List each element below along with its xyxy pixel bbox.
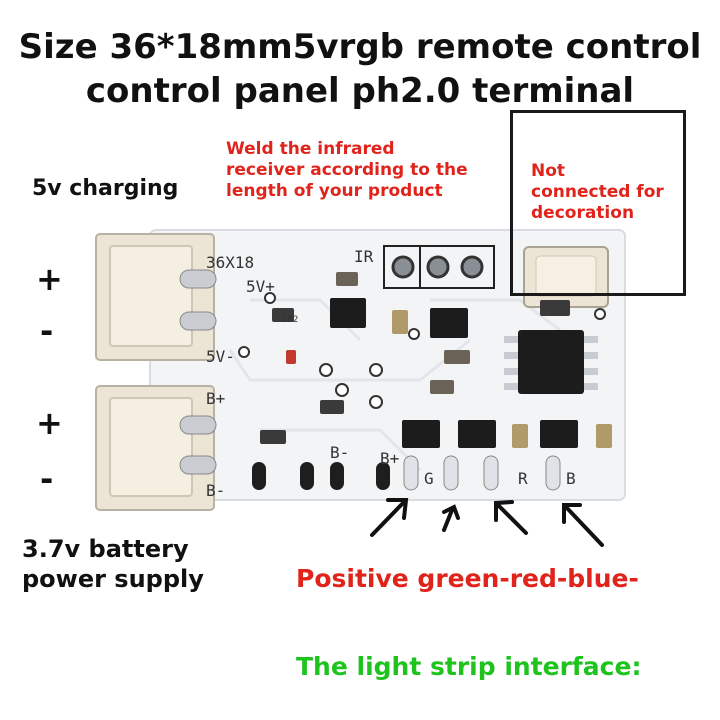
- silk-b-plus-pad: B+: [380, 449, 399, 468]
- connector-charging: [95, 233, 217, 361]
- passives: [260, 272, 612, 448]
- arrows: [370, 498, 604, 547]
- not-connected-note: Not connected for decoration: [531, 161, 664, 224]
- title-line-2: control panel ph2.0 terminal: [85, 71, 635, 111]
- ir-pads: [383, 245, 495, 289]
- positive-order-label: Positive green-red-blue-: [296, 564, 639, 593]
- silk-model: 36X18: [206, 253, 254, 272]
- silk-r: R: [518, 469, 528, 488]
- silk-b: B: [566, 469, 576, 488]
- charging-label: 5v charging: [32, 176, 179, 201]
- silk-5v-plus: 5V+: [246, 277, 275, 296]
- silk-ir: IR: [354, 247, 374, 266]
- title-line-1: Size 36*18mm5vrgb remote control: [18, 27, 702, 67]
- silk-resistor-code: 2R2: [282, 315, 298, 325]
- weld-note-line-1: Weld the infrared: [226, 139, 395, 159]
- charging-minus-sign: -: [40, 312, 54, 350]
- battery-plus-sign: +: [36, 404, 63, 442]
- not-connected-line-3: decoration: [531, 203, 635, 223]
- vias: [238, 292, 606, 409]
- silk-b-minus: B-: [206, 481, 225, 500]
- silk-b-plus: B+: [206, 389, 225, 408]
- weld-note-line-3: length of your product: [226, 181, 443, 201]
- charging-plus-sign: +: [36, 260, 63, 298]
- battery-label-line-2: power supply: [22, 565, 204, 593]
- silk-b-minus-pad: B-: [330, 443, 349, 462]
- light-strip-interface-label: The light strip interface:: [296, 652, 642, 681]
- silk-5v-minus: 5V-: [206, 347, 235, 366]
- weld-note: Weld the infrared receiver according to …: [226, 139, 468, 202]
- bottom-pads: [252, 455, 561, 491]
- not-connected-line-1: Not: [531, 161, 566, 181]
- silk-g: G: [424, 469, 434, 488]
- arrow-1: [370, 500, 406, 537]
- weld-note-line-2: receiver according to the: [226, 160, 468, 180]
- battery-label: 3.7v battery power supply: [22, 534, 204, 594]
- battery-minus-sign: -: [40, 460, 54, 498]
- battery-label-line-1: 3.7v battery: [22, 535, 189, 563]
- connector-battery: [95, 385, 217, 511]
- not-connected-line-2: connected for: [531, 182, 664, 202]
- silkscreen: 36X18 5V+ 5V- B+ B- IR B+ B- G R B: [206, 247, 576, 500]
- components: [330, 298, 584, 448]
- decoration-highlight-box: [510, 110, 686, 296]
- ic-legs: [504, 336, 598, 390]
